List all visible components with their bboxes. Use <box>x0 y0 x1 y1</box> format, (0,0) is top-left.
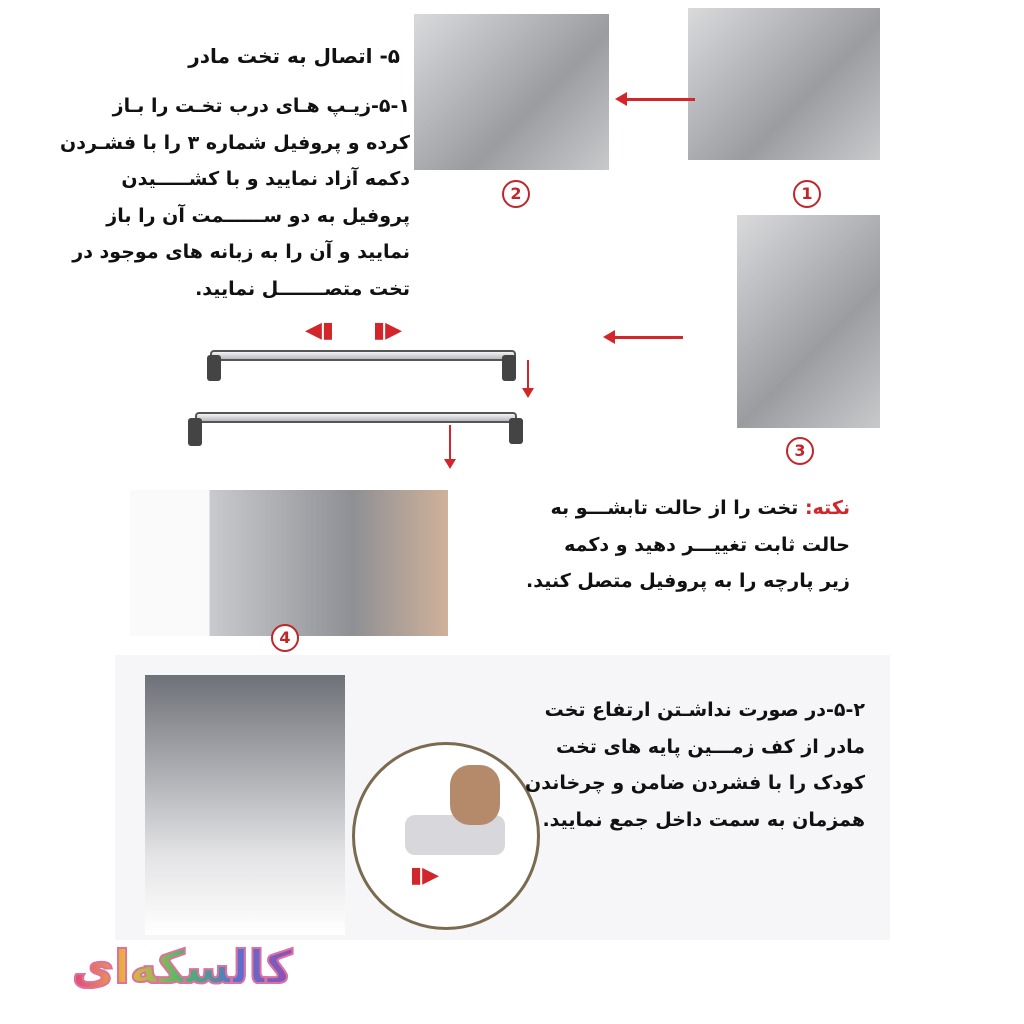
step-2-line: ۵-۲-در صورت نداشـتن ارتفاع تخت <box>544 699 865 721</box>
arrow-right-icon: ▮▶ <box>410 863 440 888</box>
step-1-line: تخت متصـــــــل نمایید. <box>195 277 410 300</box>
step-1-line: دکمه آزاد نمایید و با کشـــــیدن <box>121 168 410 190</box>
step-1-text: ۵-۱-زیـپ هـای درب تخـت را بـاز کرده و پر… <box>10 88 410 307</box>
step-2-line: همزمان به سمت داخل جمع نمایید. <box>542 808 865 831</box>
expand-right-arrow-icon: ▮▶ <box>373 318 403 343</box>
brand-logo: کالسکه‌ای <box>71 939 294 995</box>
profile-bar-end <box>509 418 523 444</box>
step-2-text: ۵-۲-در صورت نداشـتن ارتفاع تخت مادر از ک… <box>525 692 865 838</box>
arrow-left-icon <box>615 92 695 106</box>
figure-4-number: 4 <box>271 624 299 652</box>
figure-4-photo <box>130 490 448 636</box>
profile-bar-lower <box>195 412 517 423</box>
section-title: ۵- اتصال به تخت مادر <box>188 44 400 68</box>
detail-circle: ▮▶ <box>352 742 540 930</box>
arrow-down-icon <box>444 425 456 469</box>
figure-3-photo <box>737 215 880 428</box>
arrow-down-icon <box>522 360 534 398</box>
profile-bar-end <box>502 355 516 381</box>
crib-legs-photo <box>145 675 345 935</box>
profile-bar-end <box>188 418 202 446</box>
figure-3-number: 3 <box>786 437 814 465</box>
figure-2-photo <box>414 14 609 170</box>
note-line: زیر پارچه را به پروفیل متصل کنید. <box>526 570 850 592</box>
note-line: حالت ثابت تغییـــر دهید و دکمه <box>564 533 850 556</box>
note-text: نکته: تخت را از حالت تابشـــو به حالت ثا… <box>455 490 850 600</box>
figure-2-number: 2 <box>502 180 530 208</box>
profile-bar-upper <box>210 350 516 361</box>
step-2-line: کودک را با فشردن ضامن و چرخاندن <box>525 772 865 794</box>
hand-detail <box>450 765 500 825</box>
step-2-line: مادر از کف زمـــین پایه های تخت <box>555 735 865 758</box>
step-1-line: ۵-۱-زیـپ هـای درب تخـت را بـاز <box>112 95 410 117</box>
note-label: نکته: <box>804 497 850 519</box>
note-line: تخت را از حالت تابشـــو به <box>550 497 799 519</box>
profile-bar-end <box>207 355 221 381</box>
step-1-line: پروفیل به دو ســــــمت آن را باز <box>106 204 410 227</box>
step-1-line: نمایید و آن را به زبانه های موجود در <box>72 241 410 263</box>
figure-1-photo <box>688 8 880 160</box>
step-1-line: کرده و پروفیل شماره ۳ را با فشـردن <box>60 131 410 154</box>
figure-1-number: 1 <box>793 180 821 208</box>
arrow-left-icon <box>603 330 683 344</box>
expand-left-arrow-icon: ◀▮ <box>305 318 335 343</box>
